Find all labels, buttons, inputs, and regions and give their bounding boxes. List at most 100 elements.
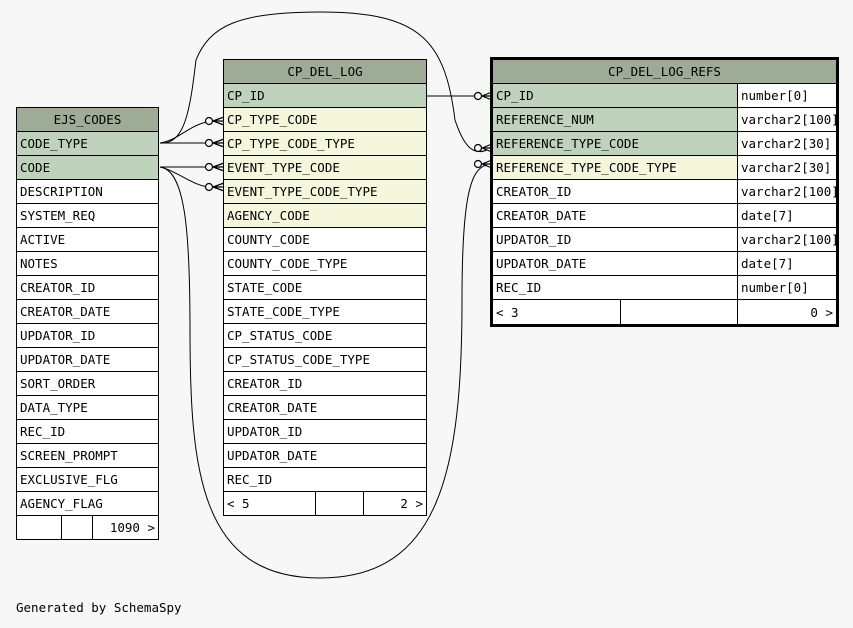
table-row[interactable]: STATE_CODE: [224, 276, 427, 300]
table-row[interactable]: REC_ID: [224, 468, 427, 492]
table-name: EJS_CODES: [53, 112, 122, 127]
column-name: EVENT_TYPE_CODE: [224, 156, 427, 179]
table-row[interactable]: CREATOR_ID: [17, 276, 159, 300]
table-footer: < 5 2 >: [224, 492, 427, 516]
generated-by-text: Generated by SchemaSpy: [16, 600, 182, 615]
table-row[interactable]: AGENCY_FLAG: [17, 492, 159, 516]
table-row[interactable]: COUNTY_CODE_TYPE: [224, 252, 427, 276]
column-type: varchar2[100]: [738, 180, 836, 203]
relationship-ejs-codes-to-refs: [159, 11, 488, 153]
table-footer: < 3 0 >: [493, 300, 836, 324]
table-row[interactable]: UPDATOR_ID: [17, 324, 159, 348]
column-name: REFERENCE_TYPE_CODE: [493, 132, 738, 155]
column-name: SORT_ORDER: [17, 372, 159, 395]
column-name: EXCLUSIVE_FLG: [17, 468, 159, 491]
table-row[interactable]: AGENCY_CODE: [224, 204, 427, 228]
column-name: EVENT_TYPE_CODE_TYPE: [224, 180, 427, 203]
table-row[interactable]: CP_ID: [224, 84, 427, 108]
column-name: CREATOR_DATE: [493, 204, 738, 227]
table-row[interactable]: CP_STATUS_CODE: [224, 324, 427, 348]
relationship-ejs-codes-to-refs-lower: [159, 164, 488, 579]
table-row[interactable]: CP_STATUS_CODE_TYPE: [224, 348, 427, 372]
column-type: number[0]: [738, 84, 836, 107]
table-row[interactable]: EVENT_TYPE_CODE: [224, 156, 427, 180]
table-header[interactable]: CP_DEL_LOG_REFS: [493, 60, 836, 84]
column-type: varchar2[100]: [738, 228, 836, 251]
column-type: varchar2[100]: [738, 108, 836, 131]
column-name: UPDATOR_ID: [224, 420, 427, 443]
table-header[interactable]: CP_DEL_LOG: [224, 60, 427, 84]
table-row[interactable]: CODE_TYPE: [17, 132, 159, 156]
table-row[interactable]: CREATOR_DATE: [224, 396, 427, 420]
column-name: CREATOR_ID: [17, 276, 159, 299]
column-name: DESCRIPTION: [17, 180, 159, 203]
column-name: UPDATOR_ID: [493, 228, 738, 251]
column-name: CREATOR_DATE: [224, 396, 427, 419]
column-name: CP_STATUS_CODE: [224, 324, 427, 347]
table-row[interactable]: SORT_ORDER: [17, 372, 159, 396]
table-row[interactable]: NOTES: [17, 252, 159, 276]
footer-mid: [316, 492, 364, 515]
table-row[interactable]: REC_ID: [17, 420, 159, 444]
table-row[interactable]: CREATOR_ID: [224, 372, 427, 396]
table-row[interactable]: UPDATOR_DATE: [17, 348, 159, 372]
column-name: STATE_CODE: [224, 276, 427, 299]
table-row[interactable]: STATE_CODE_TYPE: [224, 300, 427, 324]
column-name: AGENCY_FLAG: [17, 492, 159, 515]
column-name: CP_TYPE_CODE_TYPE: [224, 132, 427, 155]
table-row[interactable]: CP_TYPE_CODE: [224, 108, 427, 132]
column-name: CP_TYPE_CODE: [224, 108, 427, 131]
column-name: SYSTEM_REQ: [17, 204, 159, 227]
table-row[interactable]: EVENT_TYPE_CODE_TYPE: [224, 180, 427, 204]
column-name: SCREEN_PROMPT: [17, 444, 159, 467]
footer-mid: [621, 300, 738, 324]
column-name: UPDATOR_DATE: [493, 252, 738, 275]
column-name: UPDATOR_DATE: [17, 348, 159, 371]
column-name: STATE_CODE_TYPE: [224, 300, 427, 323]
column-name: CODE: [17, 156, 159, 179]
column-name: CP_ID: [493, 84, 738, 107]
footer-right: 0 >: [810, 304, 833, 320]
column-name: CP_ID: [224, 84, 427, 107]
column-name: REFERENCE_NUM: [493, 108, 738, 131]
column-type: date[7]: [738, 252, 836, 275]
table-header[interactable]: EJS_CODES: [17, 108, 159, 132]
column-name: UPDATOR_DATE: [224, 444, 427, 467]
column-name: CREATOR_ID: [224, 372, 427, 395]
column-type: varchar2[30]: [738, 132, 836, 155]
table-row[interactable]: UPDATOR_DATE: [224, 444, 427, 468]
column-name: REC_ID: [224, 468, 427, 491]
column-name: NOTES: [17, 252, 159, 275]
table-row[interactable]: EXCLUSIVE_FLG: [17, 468, 159, 492]
table-row[interactable]: SCREEN_PROMPT: [17, 444, 159, 468]
table-row[interactable]: CP_TYPE_CODE_TYPE: [224, 132, 427, 156]
table-row[interactable]: CODE: [17, 156, 159, 180]
table-row[interactable]: DESCRIPTION: [17, 180, 159, 204]
table-row[interactable]: CREATOR_DATE: [17, 300, 159, 324]
table-row[interactable]: ACTIVE: [17, 228, 159, 252]
table-row[interactable]: DATA_TYPE: [17, 396, 159, 420]
footer-left: < 3: [493, 300, 621, 324]
column-name: AGENCY_CODE: [224, 204, 427, 227]
relationship-code-type-to-cp-type-code: [159, 120, 214, 144]
relationship-code-to-event-type-code-type: [159, 166, 214, 188]
footer-mid: [62, 516, 93, 539]
table-row[interactable]: SYSTEM_REQ: [17, 204, 159, 228]
column-name: REC_ID: [493, 276, 738, 299]
table-row[interactable]: UPDATOR_ID: [224, 420, 427, 444]
footer-left: [17, 516, 62, 539]
table-row[interactable]: COUNTY_CODE: [224, 228, 427, 252]
